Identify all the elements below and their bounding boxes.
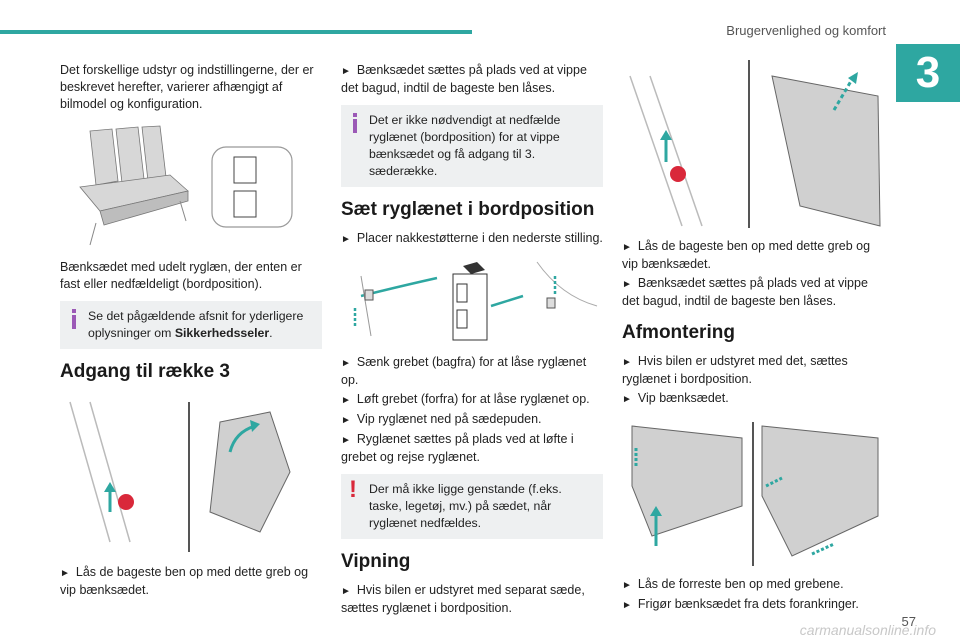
column-3: Lås de bageste ben op med dette greb og … [622,50,884,622]
header-title: Brugervenlighed og komfort [726,23,886,38]
removal-illustration [622,416,884,566]
table-position-illustration [341,256,603,344]
header-accent-bar [0,30,472,34]
heading-removal: Afmontering [622,322,735,343]
warning-icon: ! [349,476,357,503]
page-number: 57 [901,614,916,629]
unlock-rear-legs-illustration [622,56,884,228]
bench-seat-illustration [60,121,322,249]
step-tilt-back: Bænksædet sættes på plads ved at vippe d… [341,62,603,97]
step-unlock-front-legs: Lås de forreste ben op med grebene. [622,576,884,594]
column-2: Bænksædet sættes på plads ved at vippe d… [341,62,603,625]
step-unlock-rear-legs: Lås de bageste ben op med dette greb og … [60,564,322,599]
info-icon [349,113,361,135]
warning-note-objects: ! Der må ikke ligge genstande (f.eks. ta… [341,474,603,539]
step-lift-lever: Løft grebet (forfra) for at låse ryglæne… [341,391,603,409]
column-1: Det forskellige udstyr og indstillingern… [60,62,322,607]
access-row3-illustration [60,392,322,554]
heading-access-row3: Adgang til række 3 [60,361,230,382]
intro-text: Det forskellige udstyr og indstillingern… [60,63,314,111]
step-headrests: Placer nakkestøtterne i den nederste sti… [341,230,603,248]
watermark: carmanualsonline.info [799,622,936,638]
info-note-seatbelts: Se det pågældende afsnit for yderligere … [60,301,322,349]
step-tilt-back-2: Bænksædet sættes på plads ved at vippe d… [622,275,884,310]
step-separate-seat: Hvis bilen er udstyret med separat sæde,… [341,582,603,617]
info-note-table-position: Det er ikke nødvendigt at nedfælde ryglæ… [341,105,603,187]
heading-tilting: Vipning [341,551,411,572]
step-tilt-bench: Vip bænksædet. [622,390,884,408]
step-fold-backrest: Vip ryglænet ned på sædepuden. [341,411,603,429]
step-lower-lever: Sænk grebet (bagfra) for at låse ryglæne… [341,354,603,389]
step-table-position-removal: Hvis bilen er udstyret med det, sættes r… [622,353,884,388]
step-unlock-rear-legs-2: Lås de bageste ben op med dette greb og … [622,238,884,273]
info-icon [68,309,80,331]
chapter-number: 3 [896,44,960,102]
step-release-anchors: Frigør bænksædet fra dets forankringer. [622,596,884,614]
bench-caption: Bænksædet med udelt ryglæn, der enten er… [60,260,302,291]
heading-table-position: Sæt ryglænet i bordposition [341,199,595,220]
step-raise-backrest: Ryglænet sættes på plads ved at løfte i … [341,431,603,466]
seatbelts-ref: Sikkerhedsseler [174,326,270,340]
